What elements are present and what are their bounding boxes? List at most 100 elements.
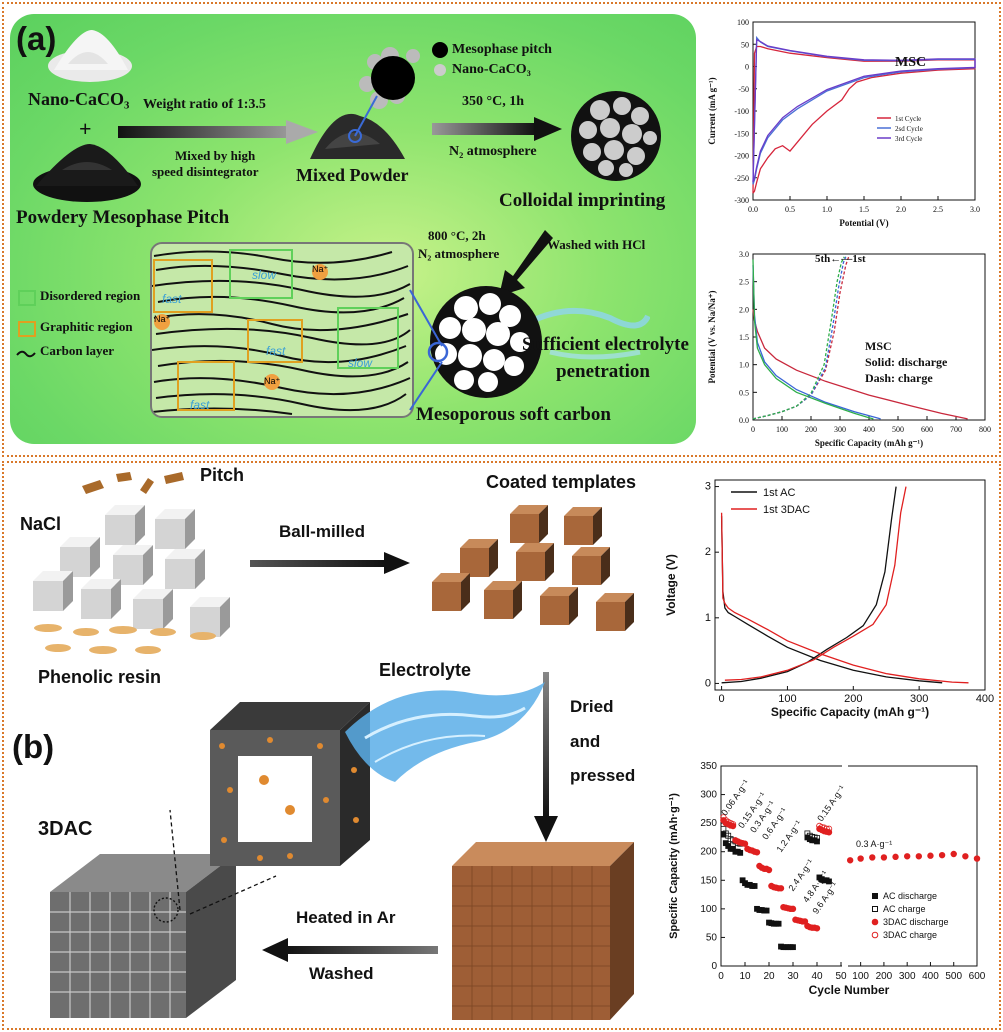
- legend-marker: [872, 893, 878, 899]
- x-tick-label: 600: [921, 425, 933, 434]
- x-tick-label: 2.0: [896, 205, 906, 214]
- pitch-powder-image: [32, 140, 142, 202]
- legend-caco3-dot: [434, 64, 446, 76]
- panel-a-label: (a): [16, 20, 57, 57]
- x-tick-label: 50: [835, 971, 847, 982]
- data-point: [775, 920, 782, 927]
- x-tick-label: 400: [863, 425, 875, 434]
- y-tick-label: -300: [734, 196, 749, 205]
- legend-label: 1st AC: [763, 487, 795, 499]
- x-axis-label: Specific Capacity (mAh g⁻¹): [815, 438, 923, 448]
- y-tick-label: 300: [700, 790, 717, 801]
- washed-hcl-text: Washed with HCl: [547, 237, 646, 252]
- dried-label: Dried: [570, 697, 614, 716]
- y-tick-label: 1.0: [739, 361, 749, 370]
- rate-label: 0.3 A·g⁻¹: [856, 839, 892, 849]
- y-tick-label: 1: [705, 612, 711, 624]
- x-tick-label: 1.0: [822, 205, 832, 214]
- mixed-powder-label: Mixed Powder: [296, 165, 409, 185]
- sufficient-electrolyte-line1: Sufficient electrolyte: [522, 334, 689, 355]
- y-tick-label: 200: [700, 847, 717, 858]
- legend-label: 3DAC discharge: [883, 917, 949, 927]
- x-tick-label: 20: [763, 971, 775, 982]
- e-fast-label-2: fast: [266, 344, 286, 358]
- data-point: [763, 907, 770, 914]
- series-line-1: [721, 486, 897, 684]
- heated-in-ar-label: Heated in Ar: [296, 908, 396, 927]
- sufficient-electrolyte-line2: penetration: [556, 361, 650, 382]
- x-tick-label: 200: [805, 425, 817, 434]
- y-tick-label: -100: [734, 107, 749, 116]
- washed-label-b: Washed: [309, 964, 374, 983]
- dried-arrow: [534, 672, 558, 842]
- x-tick-label: 400: [922, 971, 939, 982]
- ball-milled-arrow: [250, 552, 410, 574]
- legend-pitch-label: Mesophase pitch: [452, 42, 552, 57]
- y-tick-label: -50: [738, 85, 749, 94]
- x-tick-label: 0.0: [748, 205, 758, 214]
- y-axis-label: Potential (V vs. Na/Na⁺): [707, 290, 717, 383]
- data-point: [753, 849, 761, 856]
- chart-note: Solid: discharge: [865, 355, 948, 369]
- heating-arrow: [432, 117, 562, 141]
- plot-frame: [720, 765, 978, 967]
- mesoporous-soft-carbon-label: Mesoporous soft carbon: [416, 404, 611, 425]
- x-tick-label: 40: [811, 971, 823, 982]
- legend-marker: [872, 906, 878, 912]
- y-tick-label: 100: [737, 18, 749, 27]
- legend-label: 1st 3DAC: [763, 504, 810, 516]
- data-point: [825, 825, 833, 833]
- series-line-0: [720, 516, 943, 684]
- y-axis-label: Voltage (V): [665, 554, 678, 616]
- data-point: [823, 825, 830, 833]
- na-ion-label-2: Na⁺: [154, 314, 171, 324]
- legend-label: 1st Cycle: [895, 115, 921, 123]
- phenolic-resin-grains: [34, 624, 216, 654]
- na-ion-label-1: Na⁺: [312, 264, 329, 274]
- panel-a: [2, 2, 1001, 457]
- legend-label: 3DAC charge: [883, 930, 937, 940]
- cycle-annotation: 5th←—1st: [815, 253, 866, 265]
- mesophase-pitch-label: Powdery Mesophase Pitch: [16, 207, 230, 228]
- phenolic-resin-label: Phenolic resin: [38, 667, 162, 687]
- heated-arrow: [262, 938, 438, 962]
- y-tick-label: 1.5: [739, 333, 749, 342]
- series-line-5: [752, 256, 845, 420]
- series-line-2: [752, 38, 976, 183]
- plot-frame: [714, 479, 986, 691]
- legend-graphitic-box: [18, 321, 36, 337]
- colloidal-sphere: [570, 90, 662, 182]
- data-point: [813, 925, 821, 932]
- legend-carbon-line: [16, 346, 36, 358]
- mesoporous-sphere: [410, 282, 651, 402]
- plus-sign: +: [79, 116, 92, 141]
- data-point: [741, 840, 749, 847]
- mixing-arrow: [118, 120, 318, 144]
- heating-temp-text: 350 °C, 1h: [462, 94, 524, 109]
- x-tick-label: 100: [776, 425, 788, 434]
- y-tick-label: 0: [705, 677, 711, 689]
- x-axis-label: Potential (V): [839, 218, 888, 228]
- coated-cubes: [432, 505, 634, 631]
- y-axis-label: Specific Capacity (mAh·g⁻¹): [668, 793, 680, 939]
- heating-atm-text: N₂ atmosphere: [449, 144, 537, 159]
- y-tick-label: -200: [734, 152, 749, 161]
- series-line-0: [752, 45, 976, 194]
- data-point: [973, 855, 981, 862]
- y-axis-label: Current (mA g⁻¹): [707, 77, 717, 144]
- e-fast-label-1: fast: [162, 292, 182, 306]
- legend-marker: [871, 918, 879, 926]
- x-tick-label: 800: [979, 425, 991, 434]
- plot-frame: [752, 21, 976, 201]
- carbonization-atm-text: N₂ atmosphere: [418, 246, 500, 261]
- data-point: [880, 854, 888, 861]
- ball-milled-label: Ball-milled: [279, 522, 365, 541]
- colloidal-label: Colloidal imprinting: [499, 190, 666, 211]
- x-tick-label: 0: [751, 425, 755, 434]
- carbonization-temp-text: 800 °C, 2h: [428, 228, 486, 243]
- and-label: and: [570, 732, 601, 751]
- series-line-2: [752, 259, 874, 420]
